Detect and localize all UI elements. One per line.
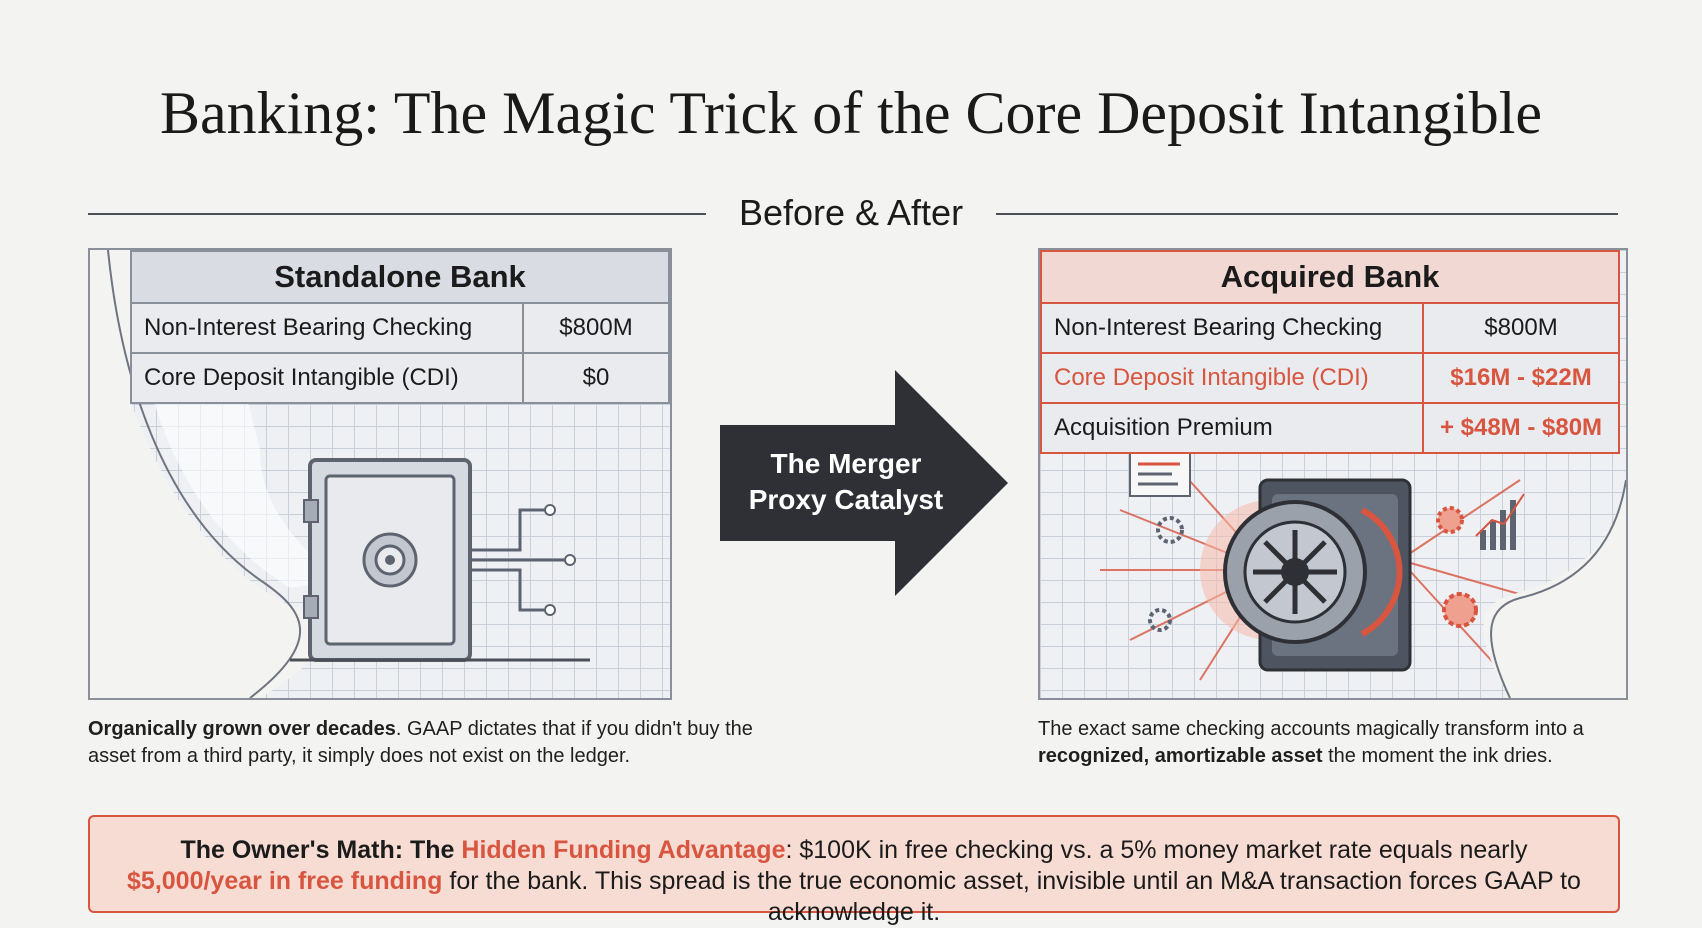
caption-text: The exact same checking accounts magical…: [1038, 718, 1584, 740]
page-title: Banking: The Magic Trick of the Core Dep…: [159, 80, 1543, 146]
table-row: Acquisition Premium + $48M - $80M: [1040, 402, 1620, 454]
acquired-bank-panel: Acquired Bank Non-Interest Bearing Check…: [1038, 248, 1628, 700]
row-label: Non-Interest Bearing Checking: [1040, 302, 1424, 354]
arrow-line-1: The Merger: [770, 448, 922, 479]
caption-tail: the moment the ink dries.: [1322, 745, 1553, 767]
callout-highlight-2: $5,000/year in free funding: [127, 867, 443, 895]
standalone-bank-panel: Standalone Bank Non-Interest Bearing Che…: [88, 248, 672, 700]
arrow-line-2: Proxy Catalyst: [748, 484, 944, 515]
row-value: $16M - $22M: [1422, 352, 1620, 404]
callout-highlight-1: Hidden Funding Advantage: [461, 836, 786, 864]
section-subtitle: Before & After: [738, 192, 964, 233]
callout-mid: : $100K in free checking vs. a 5% money …: [785, 836, 1528, 864]
owners-math-callout: The Owner's Math: The Hidden Funding Adv…: [88, 815, 1620, 926]
bank-vault-icon: [1100, 451, 1541, 681]
callout-tail: for the bank. This spread is the true ec…: [442, 867, 1581, 926]
acquired-bank-table: Acquired Bank Non-Interest Bearing Check…: [1040, 250, 1620, 454]
caption-bold: Organically grown over decades: [88, 718, 396, 740]
row-label: Acquisition Premium: [1040, 402, 1424, 454]
page-curl: [1483, 479, 1626, 698]
table-row: Core Deposit Intangible (CDI) $0: [130, 352, 670, 404]
merger-arrow-label: The Merger Proxy Catalyst: [730, 446, 962, 518]
row-value: $800M: [522, 302, 670, 354]
gear-icon: [1148, 506, 1478, 632]
standalone-caption: Organically grown over decades. GAAP dic…: [88, 716, 768, 770]
row-label: Core Deposit Intangible (CDI): [1040, 352, 1424, 404]
row-label: Non-Interest Bearing Checking: [130, 302, 524, 354]
standalone-bank-header: Standalone Bank: [130, 250, 670, 304]
caption-bold: recognized, amortizable asset: [1038, 745, 1323, 767]
acquired-caption: The exact same checking accounts magical…: [1038, 716, 1658, 770]
title-rule-left: [88, 213, 706, 215]
row-value: $0: [522, 352, 670, 404]
acquired-bank-header: Acquired Bank: [1040, 250, 1620, 304]
merger-arrow-icon: [720, 370, 1008, 596]
caption-text: . GAAP dictates that if you didn't buy t…: [88, 718, 753, 767]
standalone-bank-table: Standalone Bank Non-Interest Bearing Che…: [130, 250, 670, 404]
table-row: Core Deposit Intangible (CDI) $16M - $22…: [1040, 352, 1620, 404]
row-label: Core Deposit Intangible (CDI): [130, 352, 524, 404]
row-value: + $48M - $80M: [1422, 402, 1620, 454]
row-value: $800M: [1422, 302, 1620, 354]
callout-lead: The Owner's Math: The: [180, 836, 462, 864]
table-row: Non-Interest Bearing Checking $800M: [130, 302, 670, 354]
bar-chart-icon: [1475, 493, 1525, 550]
title-rule-right: [996, 213, 1618, 215]
safe-icon: [290, 458, 590, 662]
table-row: Non-Interest Bearing Checking $800M: [1040, 302, 1620, 354]
